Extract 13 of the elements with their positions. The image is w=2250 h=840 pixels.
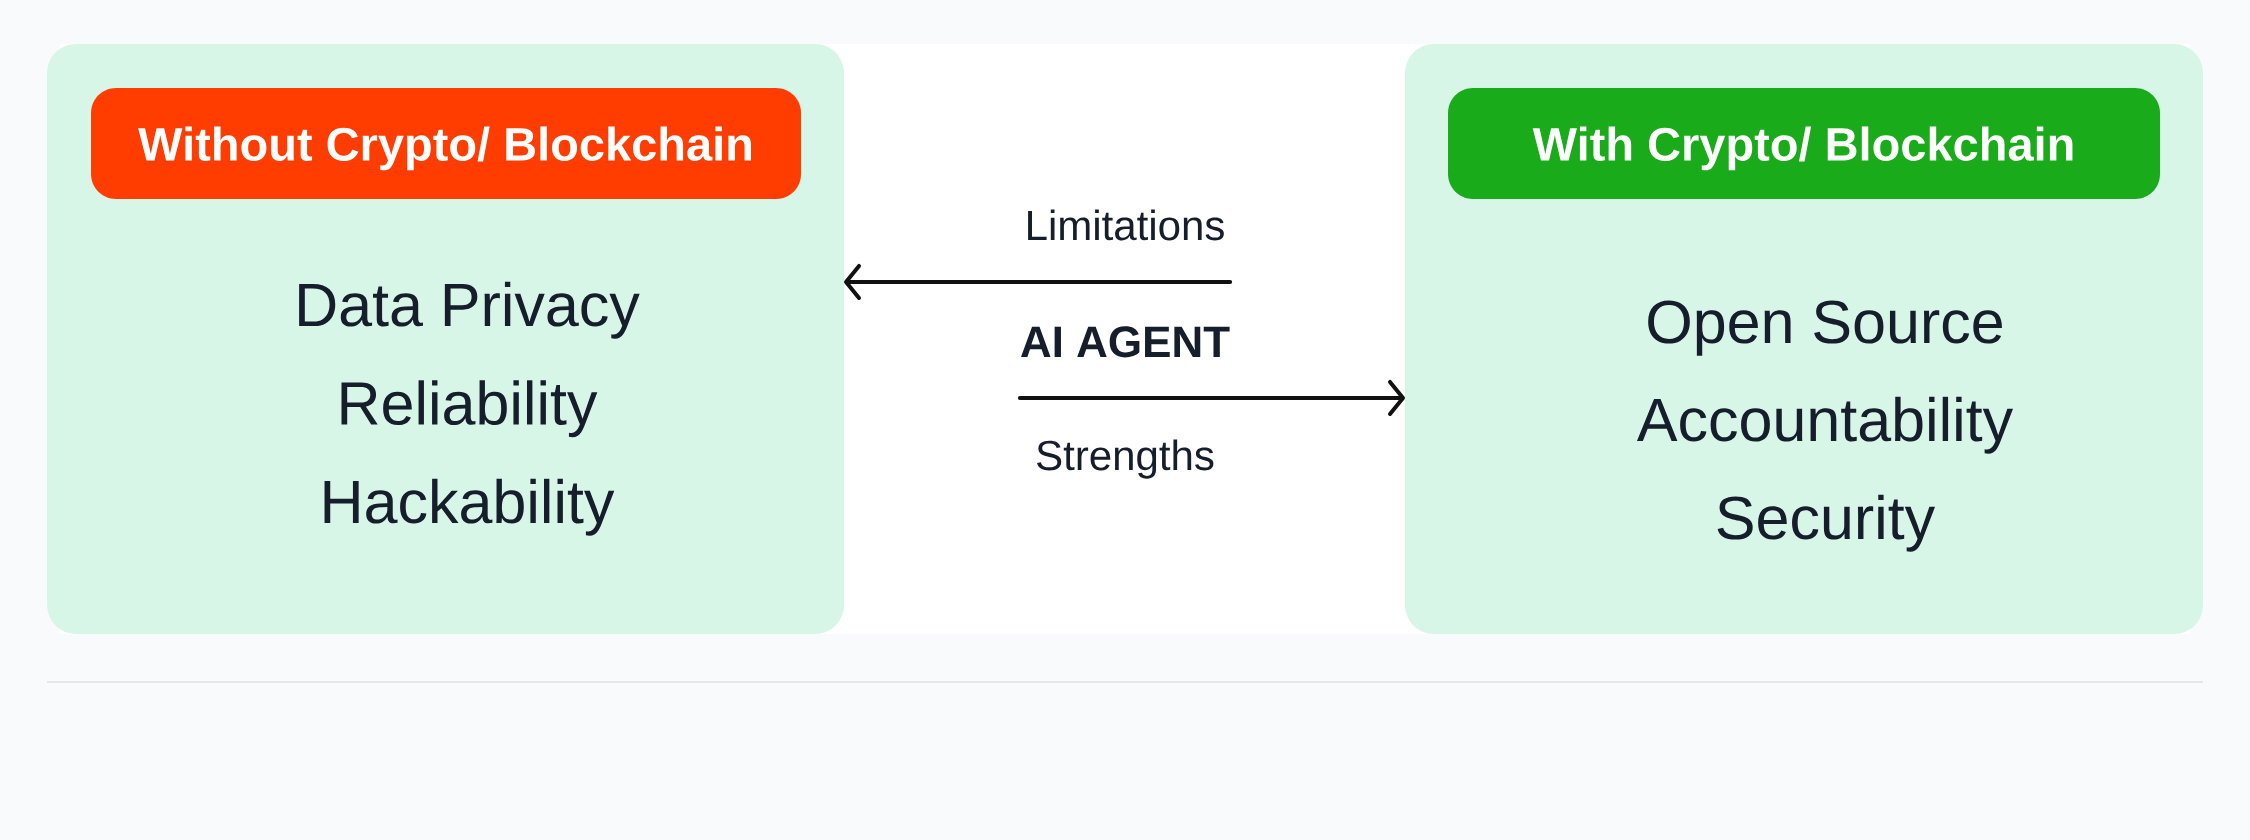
list-item: Data Privacy [299,281,640,339]
list-item: Reliability [341,380,598,438]
header-pill: With Crypto/ Blockchain [1448,88,2160,199]
arrow [1017,380,1405,416]
arrow [844,264,1233,300]
list-item: Accountability [1636,396,2013,454]
header-pill: Without Crypto/ Blockchain [91,88,801,199]
list-item: Hackability [324,478,615,536]
list-item: Open Source [1648,300,2002,356]
edge-label: Strengths [1033,437,1217,481]
list-item: Security [1717,494,1936,552]
edge-label: Limitations [1022,207,1228,243]
center-title: AI AGENT [1021,326,1230,358]
